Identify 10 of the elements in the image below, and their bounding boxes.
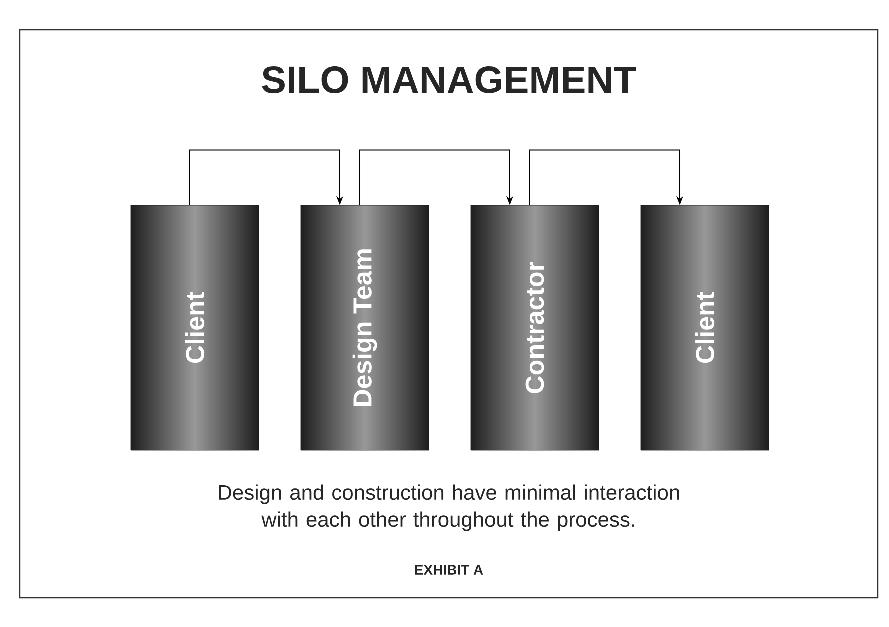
silo-pillar: Contractor — [470, 205, 600, 451]
arrow — [190, 150, 344, 206]
exhibit-label: EXHIBIT A — [415, 565, 484, 575]
arrow — [530, 150, 684, 206]
silo-pillar: Design Team — [300, 205, 430, 451]
arrow — [360, 150, 514, 206]
title: SILO MANAGEMENT — [262, 66, 636, 94]
silo-pillar: Client — [640, 205, 770, 451]
caption: Design and construction have minimal interaction with each other throughout the process. — [219, 484, 680, 532]
silo-pillar: Client — [130, 205, 260, 451]
